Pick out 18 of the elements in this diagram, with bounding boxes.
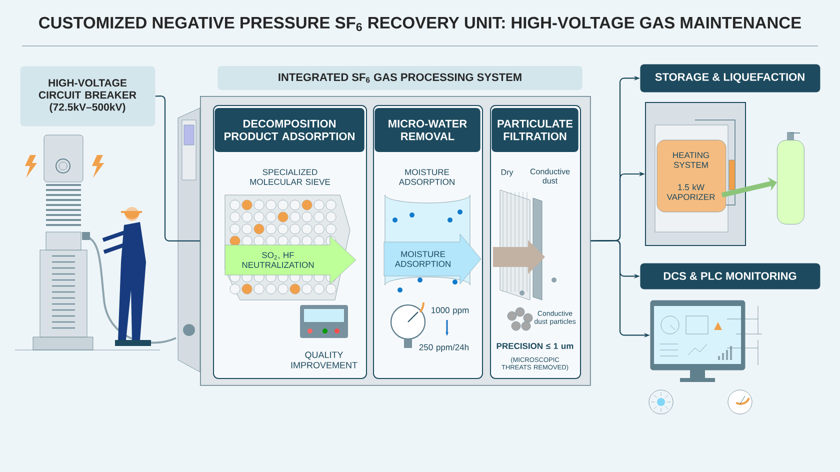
label-text: PRECISION ≤ 1 um [496, 343, 574, 349]
node-label: INTEGRATED SF$_{6}$ GAS PROCESSING SYSTEM [278, 73, 522, 83]
label-text: MOISTURE ADSORPTION [398, 169, 454, 185]
label-box: HIGH-VOLTAGE CIRCUIT BREAKER (72.5kV–500kV) [20, 66, 156, 126]
connector-arrow [721, 177, 777, 198]
label-text: 250 ppm/24h [419, 344, 468, 352]
label-text: SPECIALIZED MOLECULAR SIEVE [250, 169, 330, 185]
label-text: Conductive dust [530, 168, 570, 184]
vaporizer-cabinet: HEATING SYSTEM 1.5 kW VAPORIZER [645, 102, 746, 246]
title: CUSTOMIZED NEGATIVE PRESSURE SF$_{6}$ RECOVERY UNIT: HIGH-VOLTAGE GAS MAINTENANCE [39, 16, 801, 32]
section-header: STORAGE & LIQUEFACTION [640, 64, 820, 92]
label-text: 1000 ppm [432, 307, 469, 315]
label-text: QUALITY IMPROVEMENT [291, 352, 358, 368]
gas-cylinder [777, 132, 804, 224]
bracket-line [155, 96, 200, 242]
label-text: Dry [501, 169, 514, 177]
monitor-drawing [650, 300, 746, 382]
section-header: DCS & PLC MONITORING [640, 263, 820, 290]
